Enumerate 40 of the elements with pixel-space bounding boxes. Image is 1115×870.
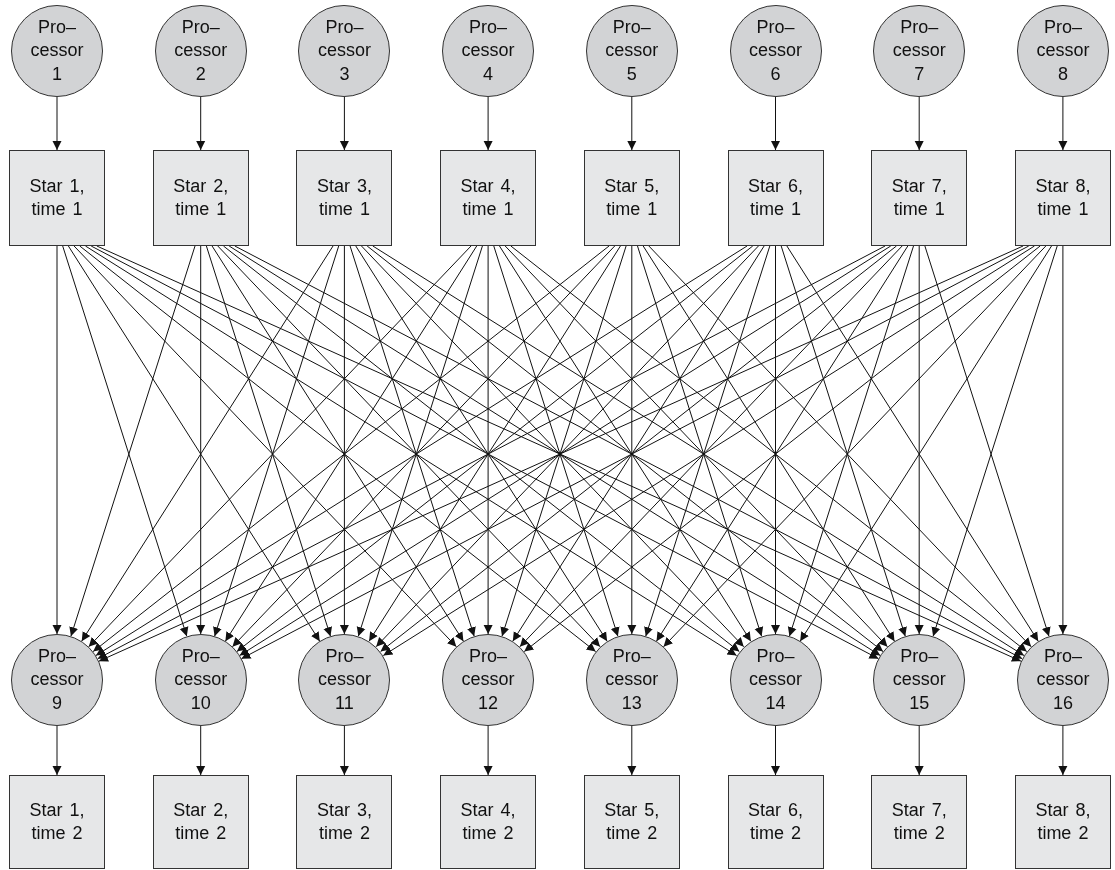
arrow xyxy=(1058,245,1068,635)
arrow xyxy=(914,245,924,635)
arrow xyxy=(196,725,206,776)
processor-circle: Pro– cessor 11 xyxy=(298,634,391,726)
processor-circle: Pro– cessor 12 xyxy=(442,634,535,726)
processor-circle: Pro– cessor 2 xyxy=(154,5,247,97)
arrow xyxy=(52,245,62,635)
arrow xyxy=(1058,96,1068,151)
arrow xyxy=(627,245,637,635)
arrow xyxy=(771,96,780,151)
processor-circle: Pro– cessor 16 xyxy=(1016,634,1109,726)
processor-circle: Pro– cessor 5 xyxy=(585,5,678,97)
processor-circle: Pro– cessor 1 xyxy=(11,5,103,97)
processor-circle: Pro– cessor 14 xyxy=(729,634,822,726)
processor-circle: Pro– cessor 8 xyxy=(1016,5,1109,97)
processor-circle: Pro– cessor 13 xyxy=(585,634,678,726)
arrow xyxy=(771,725,780,776)
processor-circle: Pro– cessor 15 xyxy=(873,634,966,726)
processor-circle: Pro– cessor 9 xyxy=(11,634,103,726)
arrow xyxy=(627,96,637,151)
arrow xyxy=(483,96,493,151)
arrow xyxy=(196,96,206,151)
arrow xyxy=(1058,725,1068,776)
arrow xyxy=(483,245,493,635)
processor-circle: Pro– cessor 6 xyxy=(729,5,822,97)
arrow xyxy=(52,96,62,151)
arrow xyxy=(339,245,349,635)
processor-circle: Pro– cessor 4 xyxy=(442,5,535,97)
arrow xyxy=(52,725,62,776)
processor-circle: Pro– cessor 10 xyxy=(154,634,247,726)
arrow xyxy=(627,725,637,776)
arrow xyxy=(483,725,493,776)
arrow xyxy=(196,245,206,635)
arrow xyxy=(339,96,349,151)
arrow xyxy=(914,96,924,151)
processor-circle: Pro– cessor 3 xyxy=(298,5,391,97)
arrow xyxy=(914,725,924,776)
arrow xyxy=(771,245,780,635)
processor-circle: Pro– cessor 7 xyxy=(873,5,966,97)
arrow xyxy=(339,725,349,776)
